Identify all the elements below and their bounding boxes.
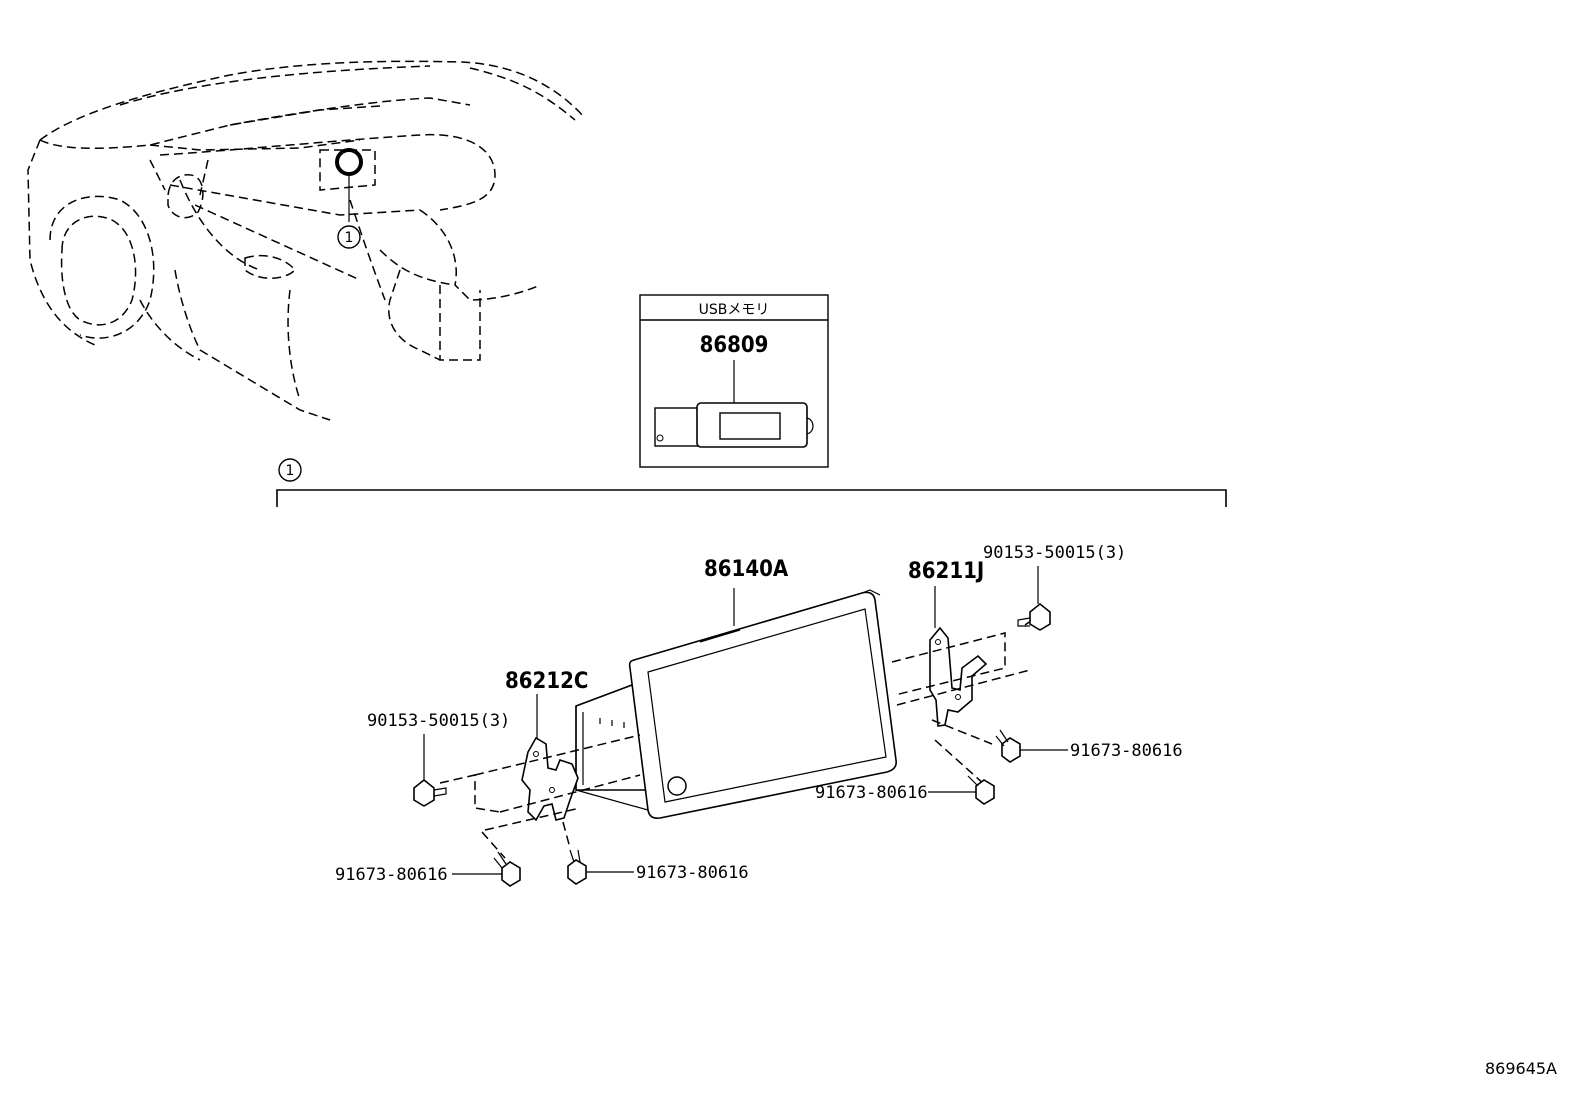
screw-icon: [995, 729, 1068, 763]
screw-right-lower-part-number: 91673-80616: [815, 783, 928, 803]
bolt-icon: [1017, 566, 1051, 631]
location-callout: 1: [337, 225, 361, 249]
group-callout-number: 1: [286, 463, 295, 479]
screw-icon: [928, 775, 995, 805]
usb-box-title: USBメモリ: [699, 302, 770, 318]
vehicle-interior-illustration: [27, 60, 586, 421]
screw-top-right-part-number: 90153-50015(3): [983, 543, 1126, 563]
left-bracket-part-number: 86212C: [505, 669, 588, 694]
right-bracket: [891, 586, 1036, 786]
usb-stick-icon: [654, 402, 814, 448]
bolt-icon: [413, 734, 447, 807]
display-receiver-part-number: 86140A: [704, 557, 789, 582]
left-bracket: [439, 694, 641, 859]
illustration-code: 869645A: [1485, 1059, 1557, 1078]
usb-memory-part-number: 86809: [700, 333, 769, 358]
screw-right-side-part-number: 91673-80616: [1070, 741, 1183, 761]
usb-memory-box: USBメモリ 86809: [639, 294, 829, 468]
screw-left-part-number: 90153-50015(3): [367, 711, 510, 731]
screw-left-lower-a-part-number: 91673-80616: [335, 865, 448, 885]
assembly-group-bracket: 1: [276, 458, 1227, 507]
screw-left-lower-b-part-number: 91673-80616: [636, 863, 749, 883]
screw-icon: [452, 851, 521, 887]
display-receiver-assembly: [575, 588, 897, 819]
location-callout-number: 1: [345, 230, 354, 246]
screw-icon: [567, 849, 634, 885]
right-bracket-part-number: 86211J: [908, 559, 984, 584]
